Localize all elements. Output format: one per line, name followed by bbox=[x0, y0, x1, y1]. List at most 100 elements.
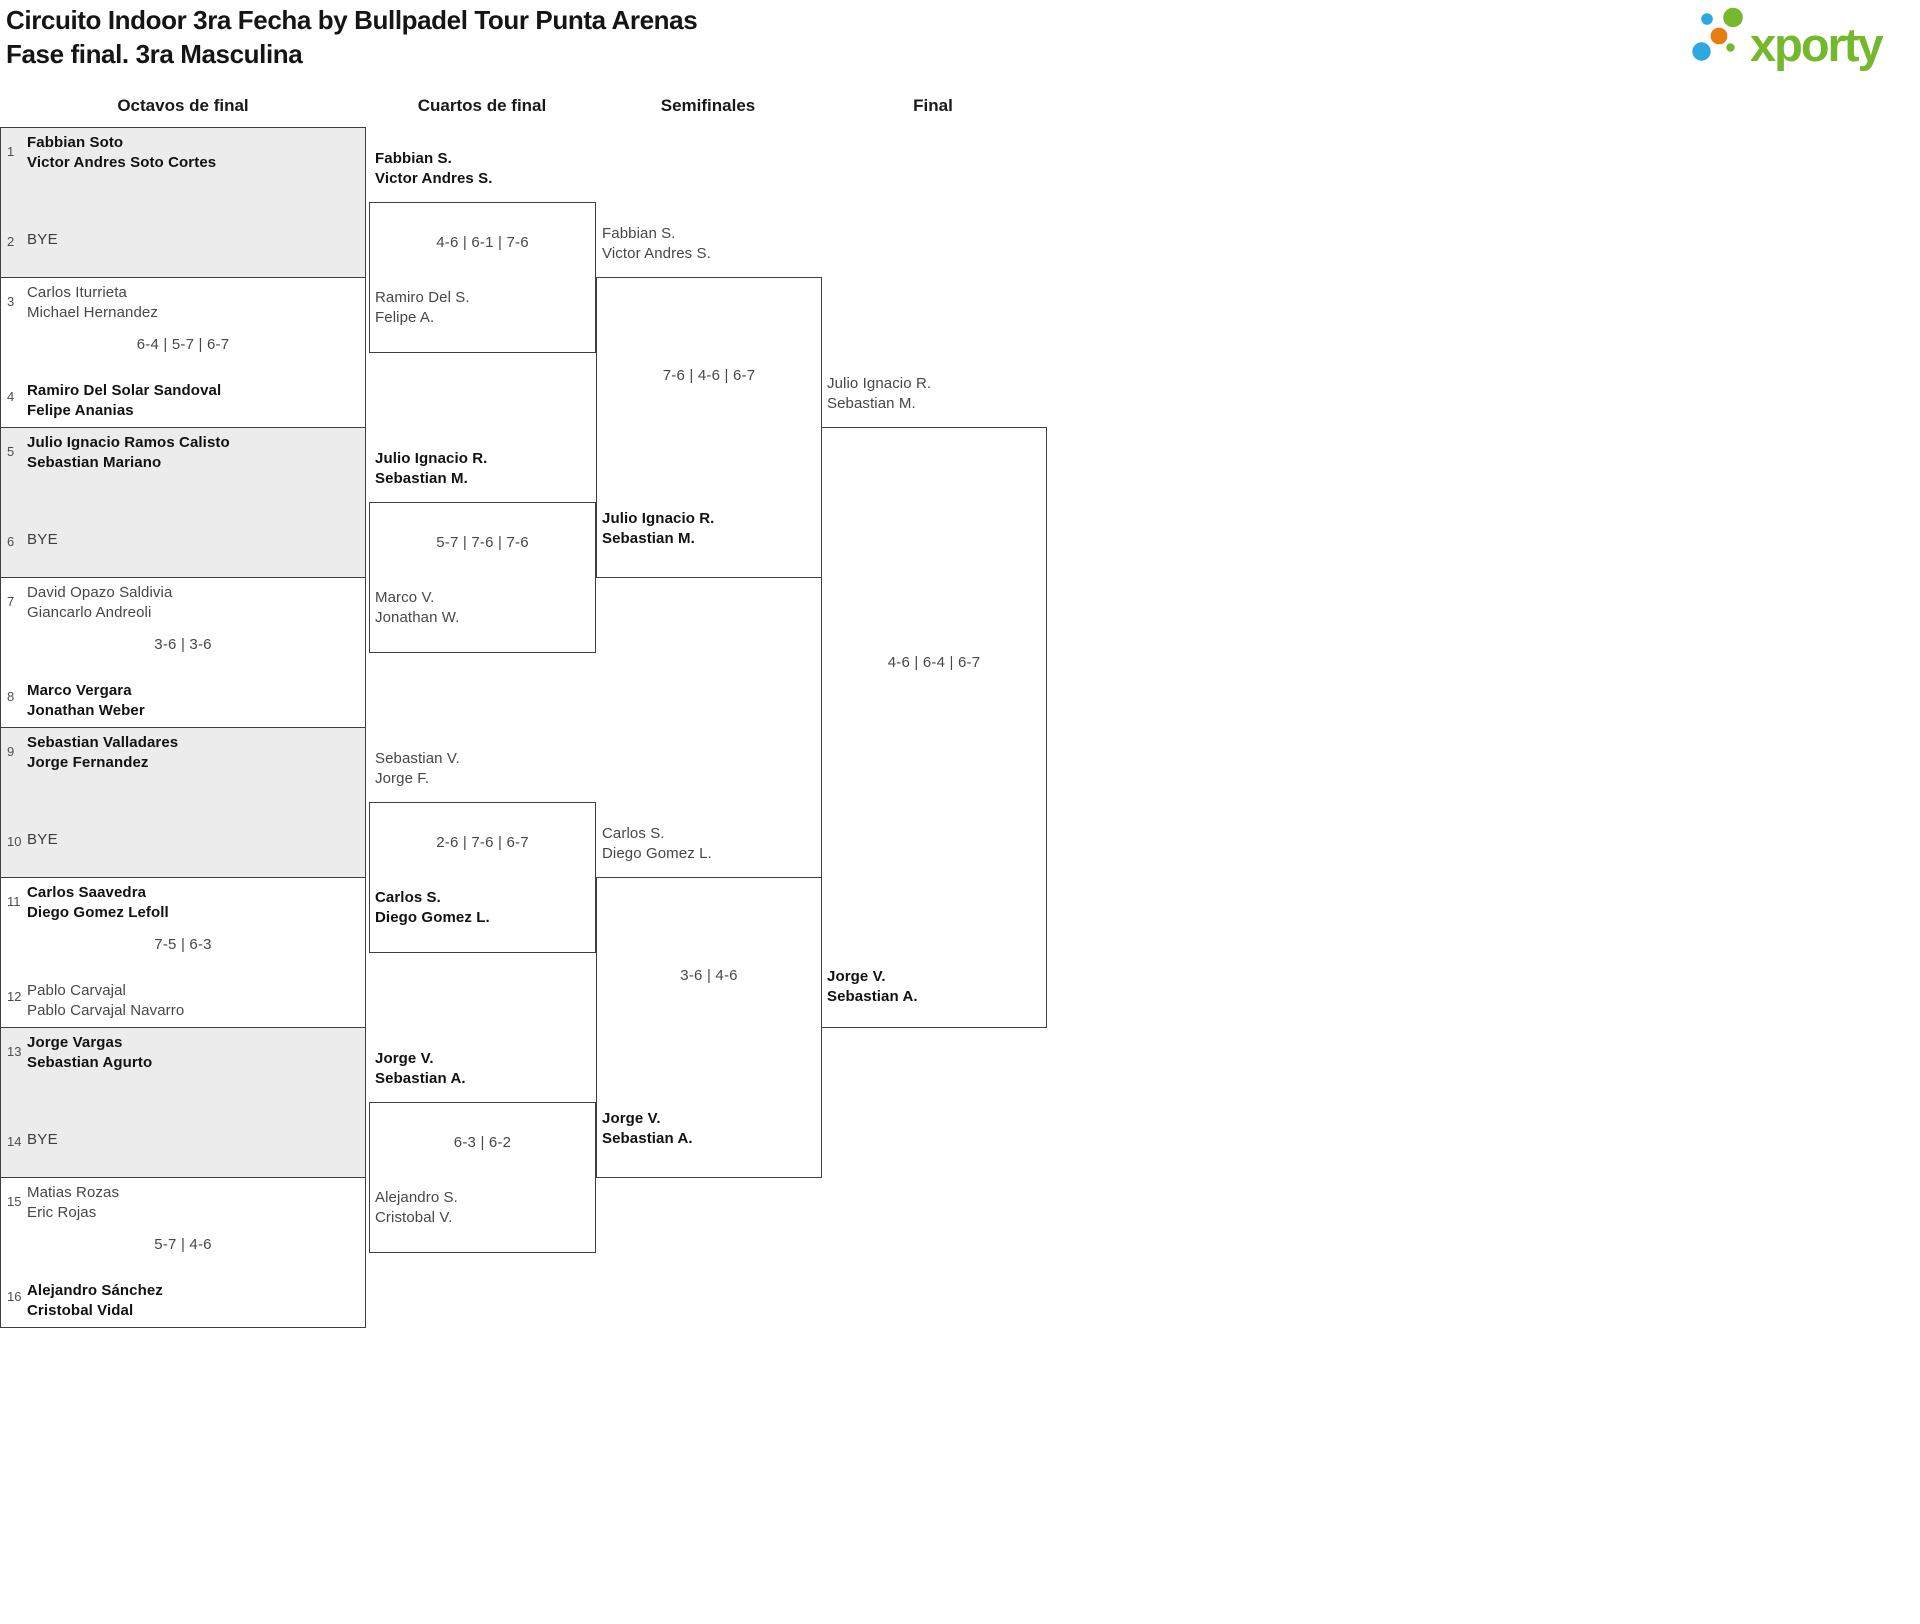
player-name: Victor Andres Soto Cortes bbox=[27, 153, 217, 171]
bye-label: BYE bbox=[27, 231, 58, 248]
player-name: Julio Ignacio R. bbox=[375, 450, 488, 467]
match-score: 5-7 | 7-6 | 7-6 bbox=[436, 534, 529, 551]
seed-number: 9 bbox=[7, 744, 15, 759]
participant-names: Marco Vergara Jonathan Weber bbox=[27, 681, 145, 720]
player-name: Jorge Fernandez bbox=[27, 753, 149, 771]
participant-label: Jorge V. Sebastian A. bbox=[375, 1049, 466, 1089]
logo-dot bbox=[1726, 43, 1735, 52]
seed-number: 13 bbox=[7, 1044, 22, 1059]
logo-text: xporty bbox=[1750, 18, 1884, 71]
participant-label: Ramiro Del S. Felipe A. bbox=[375, 288, 470, 328]
bye-label: BYE bbox=[27, 1131, 58, 1148]
octavos-match-4: 7 David Opazo Saldivia Giancarlo Andreol… bbox=[0, 577, 366, 728]
player-name: Victor Andres S. bbox=[602, 245, 711, 262]
player-name: Matias Rozas bbox=[27, 1184, 120, 1201]
participant-label: Marco V. Jonathan W. bbox=[375, 588, 460, 628]
player-name: Eric Rojas bbox=[27, 1203, 97, 1221]
xporty-logo: xporty bbox=[1692, 7, 1886, 71]
octavos-match-2: 3 Carlos Iturrieta Michael Hernandez 6-4… bbox=[0, 277, 366, 428]
match-score: 4-6 | 6-1 | 7-6 bbox=[436, 234, 529, 251]
logo-dot bbox=[1701, 13, 1713, 25]
player-name: Marco V. bbox=[375, 589, 435, 606]
player-name: David Opazo Saldivia bbox=[27, 584, 173, 601]
player-name: Pablo Carvajal bbox=[27, 982, 126, 999]
player-name: Sebastian Mariano bbox=[27, 453, 162, 471]
cuartos-match-3: 2-6 | 7-6 | 6-7 bbox=[369, 802, 596, 953]
octavos-match-1: 1 Fabbian Soto Victor Andres Soto Cortes… bbox=[0, 127, 366, 278]
seed-number: 12 bbox=[7, 989, 22, 1004]
player-name: Giancarlo Andreoli bbox=[27, 603, 152, 621]
page-title-block: Circuito Indoor 3ra Fecha by Bullpadel T… bbox=[6, 3, 698, 71]
match-score: 7-6 | 4-6 | 6-7 bbox=[662, 367, 756, 384]
participant-label: Carlos S. Diego Gomez L. bbox=[602, 824, 712, 864]
octavos-match-6: 11 Carlos Saavedra Diego Gomez Lefoll 7-… bbox=[0, 877, 366, 1028]
octavos-match-3: 5 Julio Ignacio Ramos Calisto Sebastian … bbox=[0, 427, 366, 578]
logo-dot bbox=[1723, 7, 1743, 28]
bye-label: BYE bbox=[27, 831, 58, 848]
player-name: Fabbian S. bbox=[602, 225, 676, 242]
player-name: Cristobal Vidal bbox=[27, 1301, 134, 1319]
player-name: Carlos Iturrieta bbox=[27, 284, 127, 301]
participant-label: Jorge V. Sebastian A. bbox=[827, 967, 918, 1007]
octavos-match-8: 15 Matias Rozas Eric Rojas 5-7 | 4-6 16 … bbox=[0, 1177, 366, 1328]
player-name: Sebastian A. bbox=[375, 1070, 466, 1087]
participant-label: Julio Ignacio R. Sebastian M. bbox=[375, 449, 487, 489]
octavos-match-5: 9 Sebastian Valladares Jorge Fernandez 1… bbox=[0, 727, 366, 878]
player-name: Cristobal V. bbox=[375, 1209, 453, 1226]
cuartos-match-2: 5-7 | 7-6 | 7-6 bbox=[369, 502, 596, 653]
round-header-final: Final bbox=[913, 96, 953, 115]
player-name: Jorge V. bbox=[602, 1110, 661, 1127]
player-name: Jonathan Weber bbox=[27, 701, 145, 719]
player-name: Pablo Carvajal Navarro bbox=[27, 1001, 185, 1019]
participant-label: Jorge V. Sebastian A. bbox=[602, 1109, 693, 1149]
match-score: 2-6 | 7-6 | 6-7 bbox=[436, 834, 529, 851]
participant-label: Alejandro S. Cristobal V. bbox=[375, 1188, 458, 1228]
participant-label: Fabbian S. Victor Andres S. bbox=[375, 149, 492, 189]
player-name: Sebastian M. bbox=[827, 395, 916, 412]
participant-names: Jorge Vargas Sebastian Agurto bbox=[27, 1033, 152, 1072]
seed-number: 6 bbox=[7, 534, 15, 549]
page-title: Circuito Indoor 3ra Fecha by Bullpadel T… bbox=[6, 5, 698, 35]
seed-number: 15 bbox=[7, 1194, 22, 1209]
round-header-cuartos: Cuartos de final bbox=[417, 96, 547, 115]
player-name: Fabbian S. bbox=[375, 150, 452, 167]
player-name: Alejandro Sánchez bbox=[27, 1282, 163, 1299]
seed-number: 1 bbox=[7, 144, 15, 159]
match-score: 3-6 | 4-6 bbox=[680, 967, 738, 984]
player-name: Diego Gomez L. bbox=[375, 909, 490, 926]
logo-dot bbox=[1710, 27, 1728, 45]
player-name: Jorge V. bbox=[375, 1050, 434, 1067]
participant-names: Ramiro Del Solar Sandoval Felipe Ananias bbox=[27, 381, 221, 420]
player-name: Sebastian A. bbox=[827, 988, 918, 1005]
participant-label: Fabbian S. Victor Andres S. bbox=[602, 224, 711, 264]
player-name: Ramiro Del S. bbox=[375, 289, 470, 306]
match-score: 7-5 | 6-3 bbox=[154, 936, 212, 953]
seed-number: 3 bbox=[7, 294, 15, 309]
player-name: Marco Vergara bbox=[27, 682, 132, 699]
player-name: Michael Hernandez bbox=[27, 303, 158, 321]
seed-number: 10 bbox=[7, 834, 22, 849]
seed-number: 5 bbox=[7, 444, 15, 459]
participant-names: Julio Ignacio Ramos Calisto Sebastian Ma… bbox=[27, 433, 230, 472]
player-name: Sebastian A. bbox=[602, 1130, 693, 1147]
participant-names: Alejandro Sánchez Cristobal Vidal bbox=[27, 1281, 163, 1320]
player-name: Sebastian Valladares bbox=[27, 734, 179, 751]
player-name: Diego Gomez L. bbox=[602, 845, 712, 862]
participant-label: Julio Ignacio R. Sebastian M. bbox=[602, 509, 714, 549]
player-name: Jorge F. bbox=[375, 770, 430, 787]
participant-names: Carlos Saavedra Diego Gomez Lefoll bbox=[27, 883, 169, 922]
participant-names: Matias Rozas Eric Rojas bbox=[27, 1183, 119, 1222]
player-name: Alejandro S. bbox=[375, 1189, 458, 1206]
round-header-octavos: Octavos de final bbox=[117, 96, 249, 115]
participant-label: Carlos S. Diego Gomez L. bbox=[375, 888, 490, 928]
participant-names: Fabbian Soto Victor Andres Soto Cortes bbox=[27, 133, 216, 172]
player-name: Julio Ignacio R. bbox=[602, 510, 715, 527]
player-name: Jorge Vargas bbox=[27, 1034, 123, 1051]
cuartos-match-4: 6-3 | 6-2 bbox=[369, 1102, 596, 1253]
player-name: Sebastian M. bbox=[375, 470, 468, 487]
player-name: Sebastian V. bbox=[375, 750, 460, 767]
match-score: 5-7 | 4-6 bbox=[154, 1236, 212, 1253]
participant-names: Pablo Carvajal Pablo Carvajal Navarro bbox=[27, 981, 184, 1020]
seed-number: 16 bbox=[7, 1289, 22, 1304]
